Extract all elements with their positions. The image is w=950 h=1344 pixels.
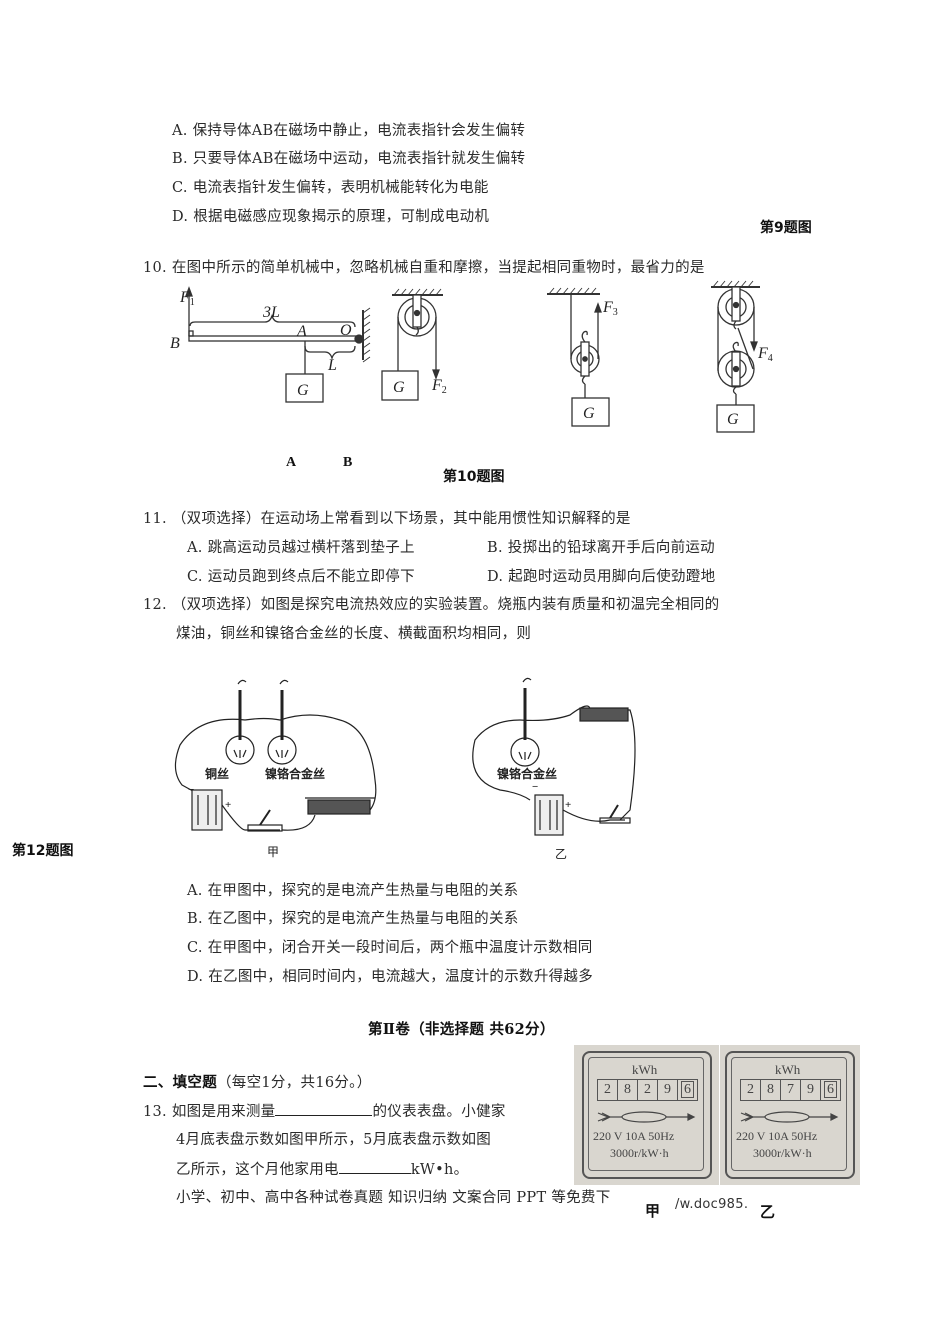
meter-yi-spec1: 220 V 10A 50Hz [736, 1129, 818, 1143]
section-title: 二、填空题 [143, 1074, 217, 1091]
footer-text-main: 小学、初中、高中各种试卷真题 知识归纳 文案合同 PPT 等免费下 [176, 1190, 611, 1206]
q11-option-d: D. 起跑时运动员用脚向后使劲蹬地 [487, 569, 716, 585]
meter-jia-caption: 甲 [645, 1202, 661, 1220]
q13-line1-post: 的仪表表盘。小健家 [372, 1104, 506, 1120]
svg-text:+: + [225, 799, 231, 811]
q13-blank-1[interactable] [275, 1101, 373, 1116]
q9-option-b: B. 只要导体AB在磁场中运动，电流表指针就发生偏转 [172, 151, 526, 167]
q12-option-d: D. 在乙图中，相同时间内，电流越大，温度计的示数升得越多 [187, 969, 594, 985]
svg-text:+: + [565, 799, 571, 811]
q9-option-d: D. 根据电磁感应现象揭示的原理，可制成电动机 [172, 209, 490, 225]
q11-stem: 11. （双项选择）在运动场上常看到以下场景，其中能用惯性知识解释的是 [143, 511, 631, 527]
q12-figure-label: 第12题图 [12, 843, 74, 859]
q10-sub-label-a: A [286, 455, 297, 470]
q12-stem-line2: 煤油，铜丝和镍铬合金丝的长度、横截面积均相同，则 [176, 626, 532, 642]
q12-label-copper: 铜丝 [205, 766, 229, 781]
svg-text:G: G [297, 382, 309, 399]
q12-stem-line1: 12. （双项选择）如图是探究电流热效应的实验装置。烧瓶内装有质量和初温完全相同… [143, 597, 720, 613]
svg-text:G: G [583, 405, 595, 422]
svg-text:G: G [727, 411, 739, 428]
q11-option-c: C. 运动员跑到终点后不能立即停下 [187, 569, 415, 585]
q9-option-a: A. 保持导体AB在磁场中静止，电流表指针会发生偏转 [172, 123, 526, 139]
q12-option-c: C. 在甲图中，闭合开关一段时间后，两个瓶中温度计示数相同 [187, 940, 593, 956]
meter-jia: kWh 2 8 2 9 6 220 V 10A 50Hz 3000r/kW·h [574, 1045, 719, 1185]
svg-text:−: − [532, 781, 538, 793]
q12-option-a: A. 在甲图中，探究的是电流产生热量与电阻的关系 [187, 883, 519, 899]
svg-text:L: L [327, 357, 337, 374]
q11-option-b: B. 投掷出的铅球离开手后向前运动 [487, 540, 715, 556]
svg-text:F2: F2 [431, 377, 447, 396]
q11-option-a: A. 跳高运动员越过横杆落到垫子上 [187, 540, 415, 556]
meter-jia-arrow-icon [597, 1111, 696, 1123]
svg-text:乙: 乙 [555, 847, 567, 861]
svg-text:A: A [296, 323, 307, 340]
q12-label-nichrome-jia: 镍铬合金丝 [265, 766, 325, 781]
footer-url[interactable]: /w.doc985. [675, 1197, 749, 1212]
footer-text: 小学、初中、高中各种试卷真题 知识归纳 文案合同 PPT 等免费下 [176, 1188, 611, 1208]
q13-line3: 乙所示，这个月他家用电 kW•h。 [176, 1159, 468, 1180]
svg-text:F3: F3 [602, 299, 618, 318]
meter-jia-spec1: 220 V 10A 50Hz [593, 1129, 675, 1143]
meter-yi-spec2: 3000r/kW·h [753, 1146, 812, 1160]
svg-text:F4: F4 [757, 345, 773, 364]
q10-label-f1: F1 [179, 289, 195, 308]
q12-option-b: B. 在乙图中，探究的是电流产生热量与电阻的关系 [187, 911, 519, 927]
meter-yi: kWh 2 8 7 9 6 220 V 10A 50Hz 3000r/kW·h [720, 1045, 860, 1185]
q13-line1-pre: 13. 如图是用来测量 [143, 1104, 276, 1120]
q13-line2: 4月底表盘示数如图甲所示，5月底表盘示数如图 [176, 1132, 492, 1148]
meter-jia-spec2: 3000r/kW·h [610, 1146, 669, 1160]
svg-text:甲: 甲 [267, 845, 279, 859]
q10-figure-label: 第10题图 [443, 469, 505, 485]
part2-title: 第Ⅱ卷（非选择题 共62分） [368, 1021, 555, 1038]
q13-blank-2[interactable] [338, 1159, 411, 1174]
svg-text:B: B [170, 335, 180, 352]
svg-text:3L: 3L [262, 304, 280, 321]
section-heading: 二、填空题（每空1分，共16分。） [143, 1073, 372, 1093]
q13-line3-pre: 乙所示，这个月他家用电 [176, 1162, 339, 1178]
q12-label-nichrome-yi: 镍铬合金丝 [497, 766, 557, 781]
meter-jia-unit: kWh [632, 1062, 658, 1077]
svg-text:−: − [188, 784, 194, 796]
meter-yi-digits: 2 8 7 9 6 [740, 1079, 841, 1101]
q10-sub-label-b: B [343, 455, 353, 470]
meter-yi-caption: 乙 [760, 1203, 776, 1221]
q10-stem: 10. 在图中所示的简单机械中，忽略机械自重和摩擦，当提起相同重物时，最省力的是 [143, 260, 705, 276]
q9-option-c: C. 电流表指针发生偏转，表明机械能转化为电能 [172, 180, 489, 196]
q13-line1: 13. 如图是用来测量 的仪表表盘。小健家 [143, 1101, 506, 1122]
section-note: （每空1分，共16分。） [217, 1075, 372, 1091]
meter-yi-unit: kWh [775, 1062, 801, 1077]
q10-simple-machines-diagram: F1 3L B A O L G G F2 F3 G F4 G [170, 280, 773, 433]
q13-line3-post: kW•h。 [410, 1162, 469, 1178]
q9-figure-label: 第9题图 [760, 220, 812, 236]
q12-circuit-diagrams: 铜丝 镍铬合金丝 镍铬合金丝 − + − + 甲 乙 [174, 677, 636, 861]
svg-text:O: O [340, 322, 352, 339]
meter-yi-arrow-icon [740, 1111, 839, 1123]
meter-jia-digits: 2 8 2 9 6 [597, 1079, 698, 1101]
svg-text:G: G [393, 379, 405, 396]
